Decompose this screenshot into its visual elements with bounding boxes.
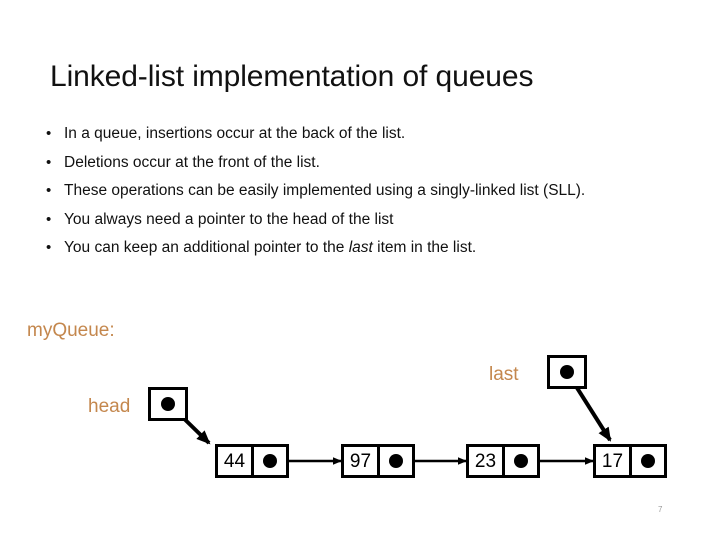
bullet-marker-icon: •: [46, 153, 52, 171]
bullet-marker-icon: •: [46, 182, 52, 199]
last-pointer-box: [547, 355, 587, 389]
node-value: 17: [596, 447, 632, 475]
node-next-pointer: [254, 447, 286, 475]
pointer-dot-icon: [641, 454, 655, 468]
node-next-pointer: [380, 447, 412, 475]
page-number: 7: [658, 505, 663, 514]
bullet-item-1: • In a queue, insertions occur at the ba…: [46, 123, 686, 145]
bullet-list: • In a queue, insertions occur at the ba…: [46, 123, 686, 266]
node-value: 44: [218, 447, 254, 475]
head-pointer-box: [148, 387, 188, 421]
node-value: 97: [344, 447, 380, 475]
pointer-dot-icon: [389, 454, 403, 468]
bullet-item-2-text: Deletions occur at the front of the list…: [64, 153, 320, 171]
structure-label-myqueue: myQueue:: [27, 320, 115, 341]
list-node: 23: [466, 444, 540, 478]
emphasis-last: last: [348, 239, 373, 256]
bullet-item-3-text: These operations can be easily implement…: [64, 182, 586, 199]
node-next-pointer: [505, 447, 537, 475]
bullet-item-2: • Deletions occur at the front of the li…: [46, 152, 686, 174]
node-next-pointer: [632, 447, 664, 475]
bullet-marker-icon: •: [46, 125, 52, 142]
bullet-item-5: • You can keep an additional pointer to …: [46, 237, 686, 259]
bullet-item-3: • These operations can be easily impleme…: [46, 180, 686, 202]
list-node: 17: [593, 444, 667, 478]
list-node: 97: [341, 444, 415, 478]
bullet-item-4: • You always need a pointer to the head …: [46, 209, 686, 231]
page-title: Linked-list implementation of queues: [50, 60, 534, 93]
bullet-item-1-text: In a queue, insertions occur at the back…: [64, 125, 406, 142]
bullet-item-4-text: You always need a pointer to the head of…: [64, 210, 394, 228]
pointer-dot-icon: [161, 397, 175, 411]
pointer-dot-icon: [263, 454, 277, 468]
pointer-label-last: last: [489, 364, 519, 385]
bullet-marker-icon: •: [46, 239, 52, 256]
node-value: 23: [469, 447, 505, 475]
pointer-dot-icon: [514, 454, 528, 468]
pointer-dot-icon: [560, 365, 574, 379]
pointer-label-head: head: [88, 396, 131, 417]
bullet-item-5-text: You can keep an additional pointer to th…: [64, 239, 477, 256]
list-node: 44: [215, 444, 289, 478]
bullet-marker-icon: •: [46, 210, 52, 228]
